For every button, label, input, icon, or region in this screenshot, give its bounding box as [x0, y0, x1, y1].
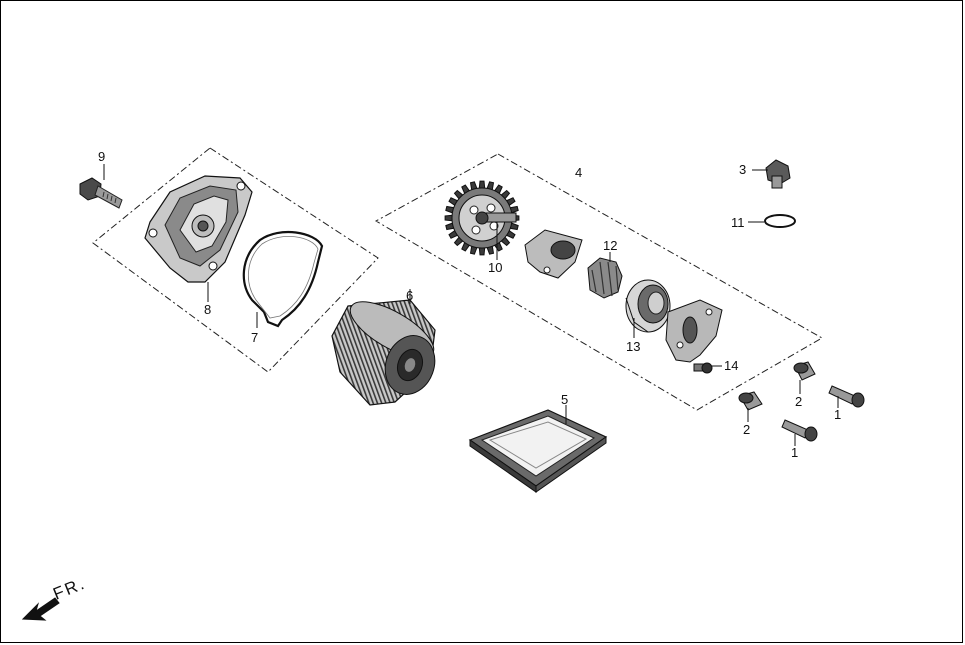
callout-12: 12 [603, 238, 617, 253]
callout-5: 5 [561, 392, 568, 407]
inner-rotor-part-12 [587, 257, 623, 299]
callout-6: 6 [406, 288, 413, 303]
callout-9: 9 [98, 149, 105, 164]
pump-plate-part [665, 299, 723, 363]
bolt-part-1b [781, 419, 818, 442]
callout-7: 7 [251, 330, 258, 345]
callout-2a: 2 [795, 394, 802, 409]
oil-pump-cover-part-8 [144, 175, 253, 283]
callout-13: 13 [626, 339, 640, 354]
callout-11: 11 [731, 215, 745, 230]
gear-tooth [444, 214, 453, 222]
pump-group-outline [374, 153, 824, 411]
callout-4: 4 [575, 165, 582, 180]
callout-14: 14 [724, 358, 738, 373]
sealing-washer-part-11 [764, 214, 796, 228]
front-direction-arrow [21, 597, 60, 621]
oil-filter-part-6 [331, 299, 436, 406]
callout-1b: 1 [791, 445, 798, 460]
pump-body-part [524, 229, 583, 279]
callout-2b: 2 [743, 422, 750, 437]
cover-group-outline [92, 147, 379, 373]
drain-plug-part-3 [765, 159, 791, 189]
dowel-pin-part-2a [793, 361, 816, 381]
dowel-pin-part-2b [738, 391, 763, 411]
cover-gasket-part-7 [242, 231, 324, 328]
callout-8: 8 [204, 302, 211, 317]
flange-bolt-part-9 [79, 177, 123, 209]
gear-tooth [478, 180, 486, 189]
outer-rotor-part-13 [625, 279, 671, 333]
callout-10: 10 [488, 260, 502, 275]
callout-1a: 1 [834, 407, 841, 422]
gear-tooth [478, 247, 486, 256]
oil-strainer-screen-part-5 [468, 409, 608, 493]
pump-driven-gear-part-10 [444, 180, 520, 256]
callout-3: 3 [739, 162, 746, 177]
bolt-part-1a [828, 385, 865, 408]
front-direction-label: FR. [50, 574, 88, 604]
pump-screw-part-14 [693, 362, 713, 374]
